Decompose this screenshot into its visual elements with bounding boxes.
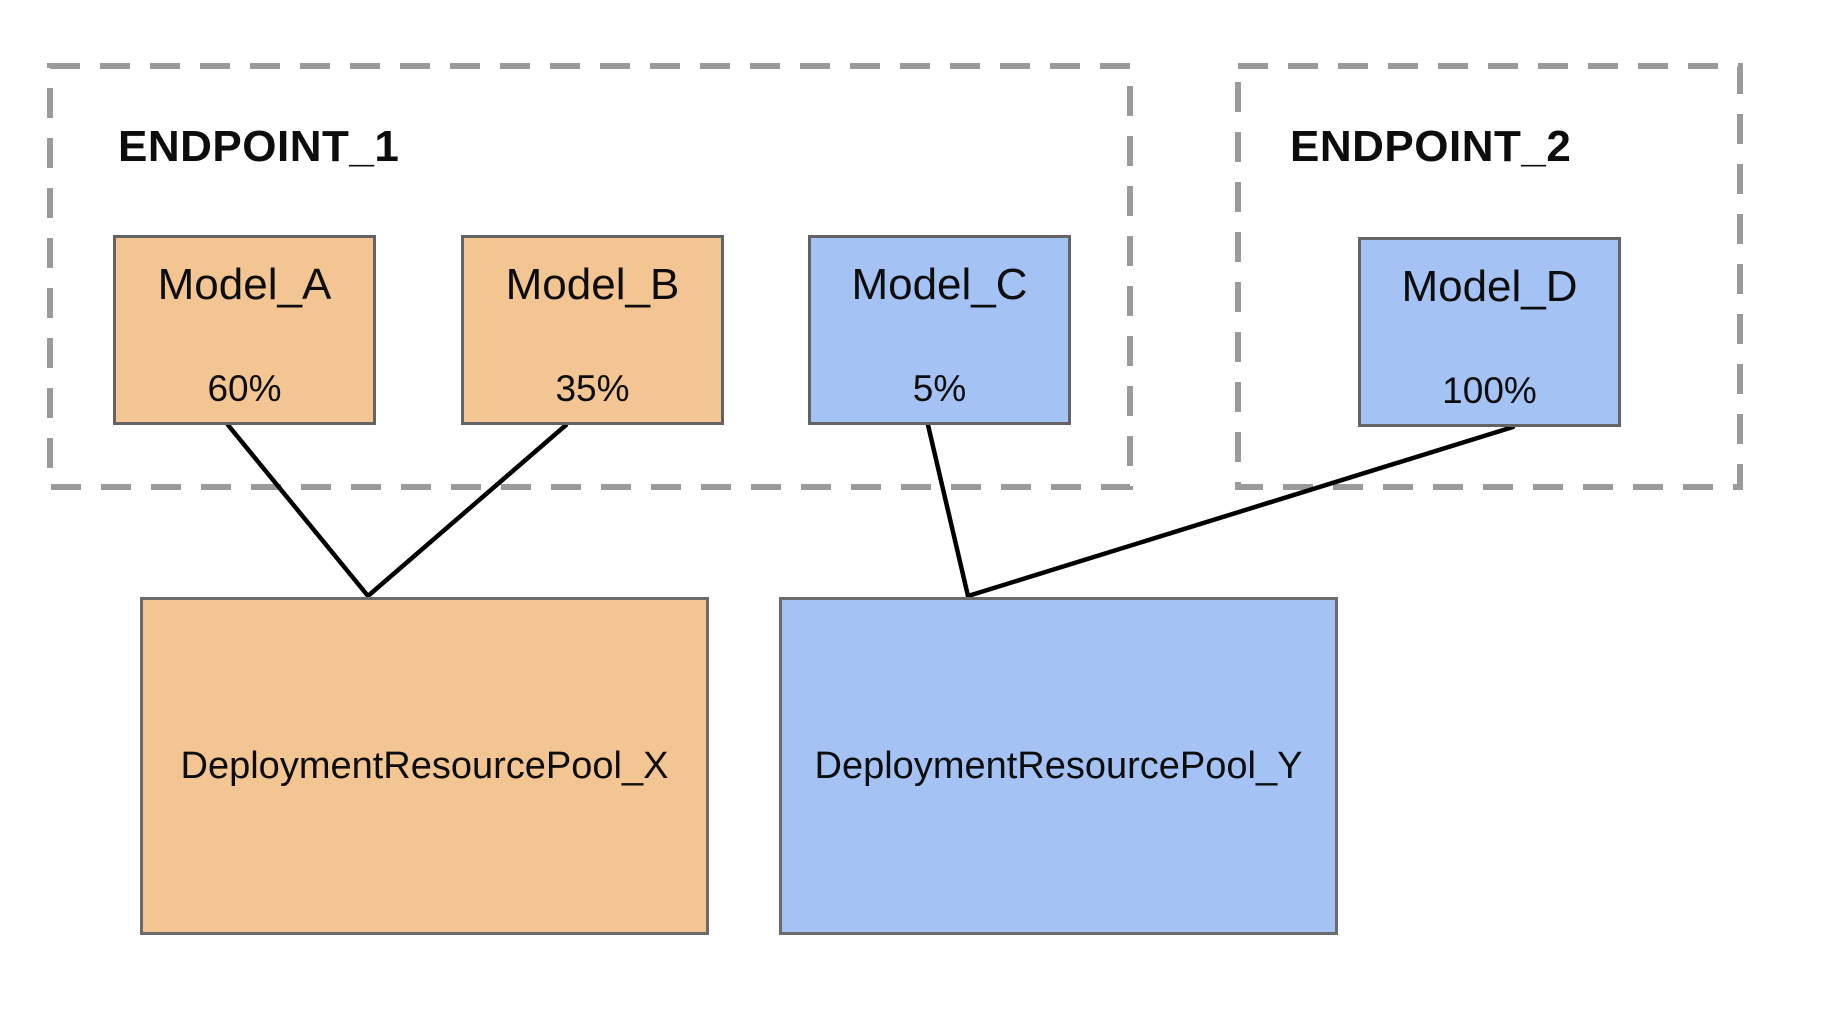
pool-y-label: DeploymentResourcePool_Y [814,744,1303,787]
endpoint-2-boundary [1235,63,1743,490]
endpoint-1-label: ENDPOINT_1 [118,122,400,171]
model-a-label: Model_A [157,260,332,309]
connector-model-d-to-pool-y [965,424,1516,599]
model-a-box: Model_A 60% [113,235,376,425]
model-c-label: Model_C [851,260,1028,309]
connector-model-a-to-pool-x [225,422,371,599]
model-d-traffic-split: 100% [1442,370,1537,411]
model-c-traffic-split: 5% [912,368,967,409]
model-b-box: Model_B 35% [461,235,724,425]
connector-model-b-to-pool-x [365,422,569,599]
pool-x-box: DeploymentResourcePool_X [140,597,709,935]
model-c-box: Model_C 5% [808,235,1071,425]
model-d-label: Model_D [1401,262,1578,311]
endpoint-2-label: ENDPOINT_2 [1290,122,1572,171]
connector-model-c-to-pool-y [925,422,971,599]
pool-y-box: DeploymentResourcePool_Y [779,597,1338,935]
model-d-box: Model_D 100% [1358,237,1621,427]
model-b-traffic-split: 35% [555,368,630,409]
model-a-traffic-split: 60% [207,368,282,409]
model-b-label: Model_B [505,260,680,309]
pool-x-label: DeploymentResourcePool_X [180,744,669,787]
